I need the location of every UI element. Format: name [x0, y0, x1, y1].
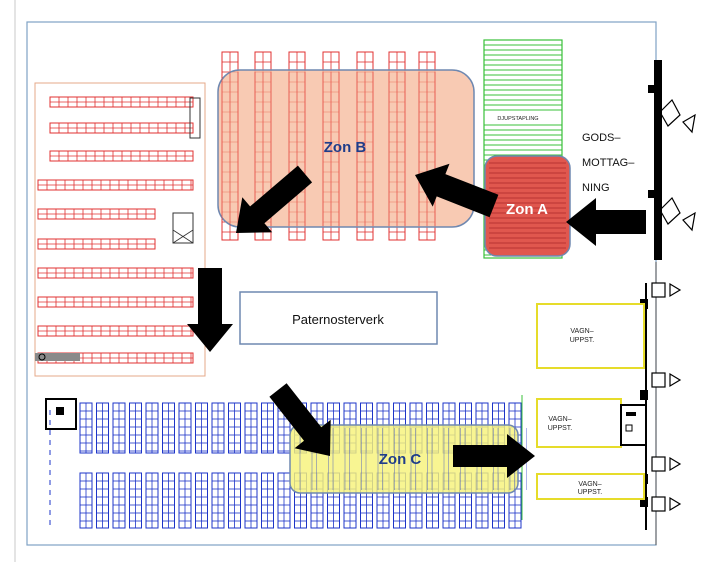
- rack-column: [261, 402, 274, 454]
- dock-door: [651, 282, 682, 298]
- dock-triangle-icon: [669, 282, 682, 298]
- vagn-top-line2: UPPST.: [570, 337, 595, 344]
- vagn-mid-line2: UPPST.: [548, 425, 573, 432]
- rack-row: [49, 96, 194, 108]
- grey-rack-segment: [35, 353, 80, 361]
- dock-door-icon: [659, 197, 681, 225]
- vagn-bot-line2: UPPST.: [578, 489, 603, 496]
- rack-row: [37, 296, 194, 308]
- rack-column: [129, 472, 142, 529]
- zone-b-label: Zon B: [324, 139, 367, 156]
- rack-column: [178, 402, 192, 454]
- paternoster-label: Paternosterverk: [292, 312, 384, 327]
- rack-column: [244, 402, 258, 454]
- rack-row: [37, 208, 156, 220]
- goods-reception-line2: MOTTAG–: [582, 157, 635, 169]
- rack-column: [211, 402, 225, 454]
- rack-column: [211, 472, 225, 529]
- zone-left-outline: [34, 82, 206, 377]
- djupstapling-label: DJUPSTAPLING: [497, 116, 538, 122]
- vagn-parking-middle: [536, 398, 622, 448]
- dock-flap-icon: [682, 113, 696, 134]
- rack-row: [37, 238, 156, 250]
- vagn-mid-line1: VAGN–: [548, 416, 571, 423]
- rack-column: [129, 402, 142, 454]
- marker-icon: [38, 353, 46, 361]
- flow-arrow: [566, 198, 646, 246]
- rack-column: [178, 472, 192, 529]
- rack-row: [49, 150, 194, 162]
- rack-column: [261, 472, 274, 529]
- rack-row: [49, 122, 194, 134]
- dock-triangle-icon: [669, 456, 682, 472]
- dock-square-icon: [651, 456, 666, 472]
- flow-arrow: [236, 165, 313, 233]
- machine-box: [172, 212, 194, 244]
- vagn-parking-bottom: [536, 473, 645, 500]
- dock-door: [651, 372, 682, 388]
- dock-door: [651, 496, 682, 512]
- dock-square-icon: [651, 496, 666, 512]
- rack-column: [228, 472, 241, 529]
- rack-column-overlay: [221, 72, 239, 226]
- green-rack-frame: [483, 39, 563, 259]
- vagn-top-line1: VAGN–: [570, 328, 593, 335]
- rack-row: [37, 325, 194, 337]
- rack-row: [37, 267, 194, 279]
- flow-arrow: [269, 383, 331, 456]
- flow-arrow: [453, 434, 535, 478]
- rack-column: [277, 472, 291, 529]
- goods-reception-line3: NING: [582, 182, 610, 194]
- dock-triangle-icon: [669, 496, 682, 512]
- rack-column: [145, 472, 159, 529]
- vagn-bot-line1: VAGN–: [578, 481, 601, 488]
- rack-row: [37, 179, 194, 191]
- rack-column: [112, 402, 126, 454]
- flow-arrows: [187, 163, 646, 478]
- goods-reception-line1: GODS–: [582, 132, 621, 144]
- rack-column: [145, 402, 159, 454]
- rack-column: [79, 402, 93, 454]
- small-cabinet: [189, 97, 201, 139]
- dock-triangle-icon: [669, 372, 682, 388]
- rack-column-overlay: [322, 72, 340, 226]
- rack-column: [79, 472, 93, 529]
- rack-column: [162, 402, 175, 454]
- rack-column: [96, 402, 109, 454]
- flow-arrow: [415, 163, 499, 218]
- rack-column: [228, 402, 241, 454]
- dock-square-icon: [651, 372, 666, 388]
- vagn-parking-top: [536, 303, 645, 369]
- rack-column: [195, 402, 208, 454]
- rack-column-overlay: [356, 72, 374, 226]
- dock-door-icon: [659, 99, 681, 127]
- rack-column: [244, 472, 258, 529]
- rack-column: [96, 472, 109, 529]
- rack-column: [162, 472, 175, 529]
- right-wall: [645, 60, 696, 545]
- dock-door: [651, 456, 682, 472]
- dock-flap-icon: [682, 211, 696, 232]
- small-equipment-box: [620, 404, 647, 446]
- flow-arrow: [187, 268, 233, 352]
- zone-a-label: Zon A: [506, 201, 548, 218]
- zone-a-rack-lines: [489, 162, 566, 249]
- rack-column-overlay: [388, 72, 406, 226]
- rack-column: [112, 472, 126, 529]
- zone-c-label: Zon C: [379, 451, 422, 468]
- left-red-racks: [35, 96, 201, 364]
- rack-column: [195, 472, 208, 529]
- paternoster-box: [239, 291, 438, 345]
- dock-square-icon: [651, 282, 666, 298]
